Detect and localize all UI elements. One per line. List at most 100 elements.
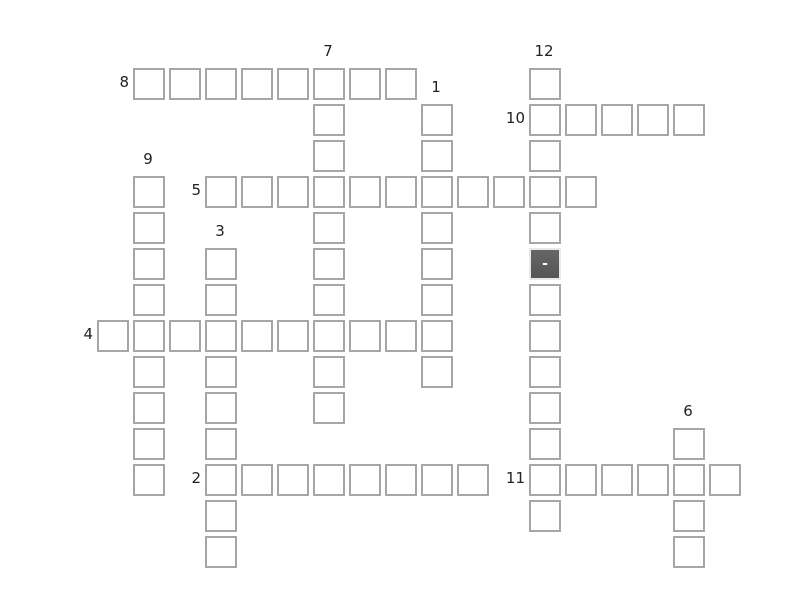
crossword-cell[interactable]	[313, 176, 345, 208]
crossword-cell[interactable]	[133, 320, 165, 352]
crossword-cell[interactable]	[529, 428, 561, 460]
crossword-cell[interactable]	[97, 320, 129, 352]
crossword-cell[interactable]	[205, 284, 237, 316]
crossword-cell[interactable]	[421, 140, 453, 172]
crossword-cell[interactable]	[313, 212, 345, 244]
crossword-cell[interactable]	[421, 104, 453, 136]
crossword-cell[interactable]	[421, 356, 453, 388]
crossword-cell[interactable]	[421, 464, 453, 496]
crossword-cell[interactable]	[205, 500, 237, 532]
clue-number-3-down: 3	[215, 222, 225, 240]
crossword-cell[interactable]	[349, 68, 381, 100]
crossword-cell[interactable]	[205, 320, 237, 352]
crossword-cell[interactable]	[529, 320, 561, 352]
crossword-cell[interactable]	[673, 428, 705, 460]
clue-number-7-down: 7	[323, 42, 333, 60]
crossword-cell[interactable]	[277, 176, 309, 208]
crossword-cell[interactable]	[169, 320, 201, 352]
crossword-cell[interactable]	[313, 320, 345, 352]
crossword-cell[interactable]	[205, 248, 237, 280]
clue-number-5-across: 5	[191, 181, 201, 199]
crossword-cell[interactable]	[205, 176, 237, 208]
crossword-cell[interactable]	[529, 176, 561, 208]
crossword-cell[interactable]	[133, 356, 165, 388]
clue-number-4-across: 4	[83, 325, 93, 343]
clue-number-11-across: 11	[505, 469, 525, 487]
crossword-cell[interactable]	[205, 68, 237, 100]
crossword-cell[interactable]	[529, 140, 561, 172]
crossword-cell[interactable]	[241, 176, 273, 208]
crossword-cell[interactable]	[385, 68, 417, 100]
crossword-cell[interactable]	[421, 320, 453, 352]
crossword-cell[interactable]	[565, 464, 597, 496]
crossword-cell[interactable]	[277, 320, 309, 352]
clue-number-9-down: 9	[143, 150, 153, 168]
crossword-cell[interactable]	[241, 464, 273, 496]
crossword-cell[interactable]	[205, 464, 237, 496]
crossword-cell[interactable]	[421, 212, 453, 244]
crossword-cell[interactable]	[205, 392, 237, 424]
crossword-cell[interactable]	[457, 464, 489, 496]
crossword-cell[interactable]	[601, 464, 633, 496]
crossword-cell[interactable]	[529, 104, 561, 136]
crossword-cell[interactable]	[133, 68, 165, 100]
crossword-cell[interactable]	[421, 248, 453, 280]
crossword-cell[interactable]	[565, 104, 597, 136]
crossword-cell[interactable]	[133, 392, 165, 424]
crossword-cell[interactable]	[277, 68, 309, 100]
crossword-cell[interactable]	[313, 248, 345, 280]
crossword-cell[interactable]	[313, 284, 345, 316]
crossword-cell[interactable]	[133, 212, 165, 244]
crossword-cell[interactable]	[277, 464, 309, 496]
crossword-cell[interactable]	[673, 536, 705, 568]
crossword-cell[interactable]: -	[529, 248, 561, 280]
crossword-cell[interactable]	[529, 392, 561, 424]
crossword-cell[interactable]	[493, 176, 525, 208]
crossword-cell[interactable]	[529, 464, 561, 496]
crossword-cell[interactable]	[313, 68, 345, 100]
crossword-cell[interactable]	[133, 464, 165, 496]
crossword-cell[interactable]	[313, 140, 345, 172]
crossword-cell[interactable]	[313, 356, 345, 388]
crossword-cell[interactable]	[529, 68, 561, 100]
crossword-cell[interactable]	[349, 464, 381, 496]
crossword-cell[interactable]	[349, 320, 381, 352]
crossword-cell[interactable]	[637, 104, 669, 136]
crossword-cell[interactable]	[241, 320, 273, 352]
crossword-cell[interactable]	[565, 176, 597, 208]
crossword-cell[interactable]	[529, 284, 561, 316]
crossword-cell[interactable]	[529, 500, 561, 532]
clue-number-10-across: 10	[505, 109, 525, 127]
crossword-cell[interactable]	[205, 536, 237, 568]
crossword-cell[interactable]	[385, 464, 417, 496]
crossword-cell[interactable]	[205, 356, 237, 388]
crossword-cell[interactable]	[601, 104, 633, 136]
crossword-cell[interactable]	[457, 176, 489, 208]
crossword-cell[interactable]	[349, 176, 381, 208]
crossword-cell[interactable]	[385, 176, 417, 208]
crossword-cell[interactable]	[385, 320, 417, 352]
crossword-cell[interactable]	[133, 176, 165, 208]
clue-number-8-across: 8	[119, 73, 129, 91]
crossword-cell[interactable]	[637, 464, 669, 496]
crossword-cell[interactable]	[709, 464, 741, 496]
crossword-cell[interactable]	[673, 464, 705, 496]
crossword-cell[interactable]	[133, 248, 165, 280]
crossword-cell[interactable]	[169, 68, 201, 100]
crossword-cell[interactable]	[421, 176, 453, 208]
crossword-cell[interactable]	[241, 68, 273, 100]
crossword-cell[interactable]	[421, 284, 453, 316]
clue-number-2-across: 2	[191, 469, 201, 487]
crossword-cell[interactable]	[673, 500, 705, 532]
crossword-cell[interactable]	[205, 428, 237, 460]
crossword-cell[interactable]	[313, 392, 345, 424]
crossword-cell[interactable]	[313, 104, 345, 136]
crossword-cell[interactable]	[133, 284, 165, 316]
crossword-cell[interactable]	[529, 212, 561, 244]
crossword-cell[interactable]	[133, 428, 165, 460]
crossword-cell[interactable]	[673, 104, 705, 136]
crossword-cell[interactable]	[529, 356, 561, 388]
clue-number-6-down: 6	[683, 402, 693, 420]
crossword-cell[interactable]	[313, 464, 345, 496]
